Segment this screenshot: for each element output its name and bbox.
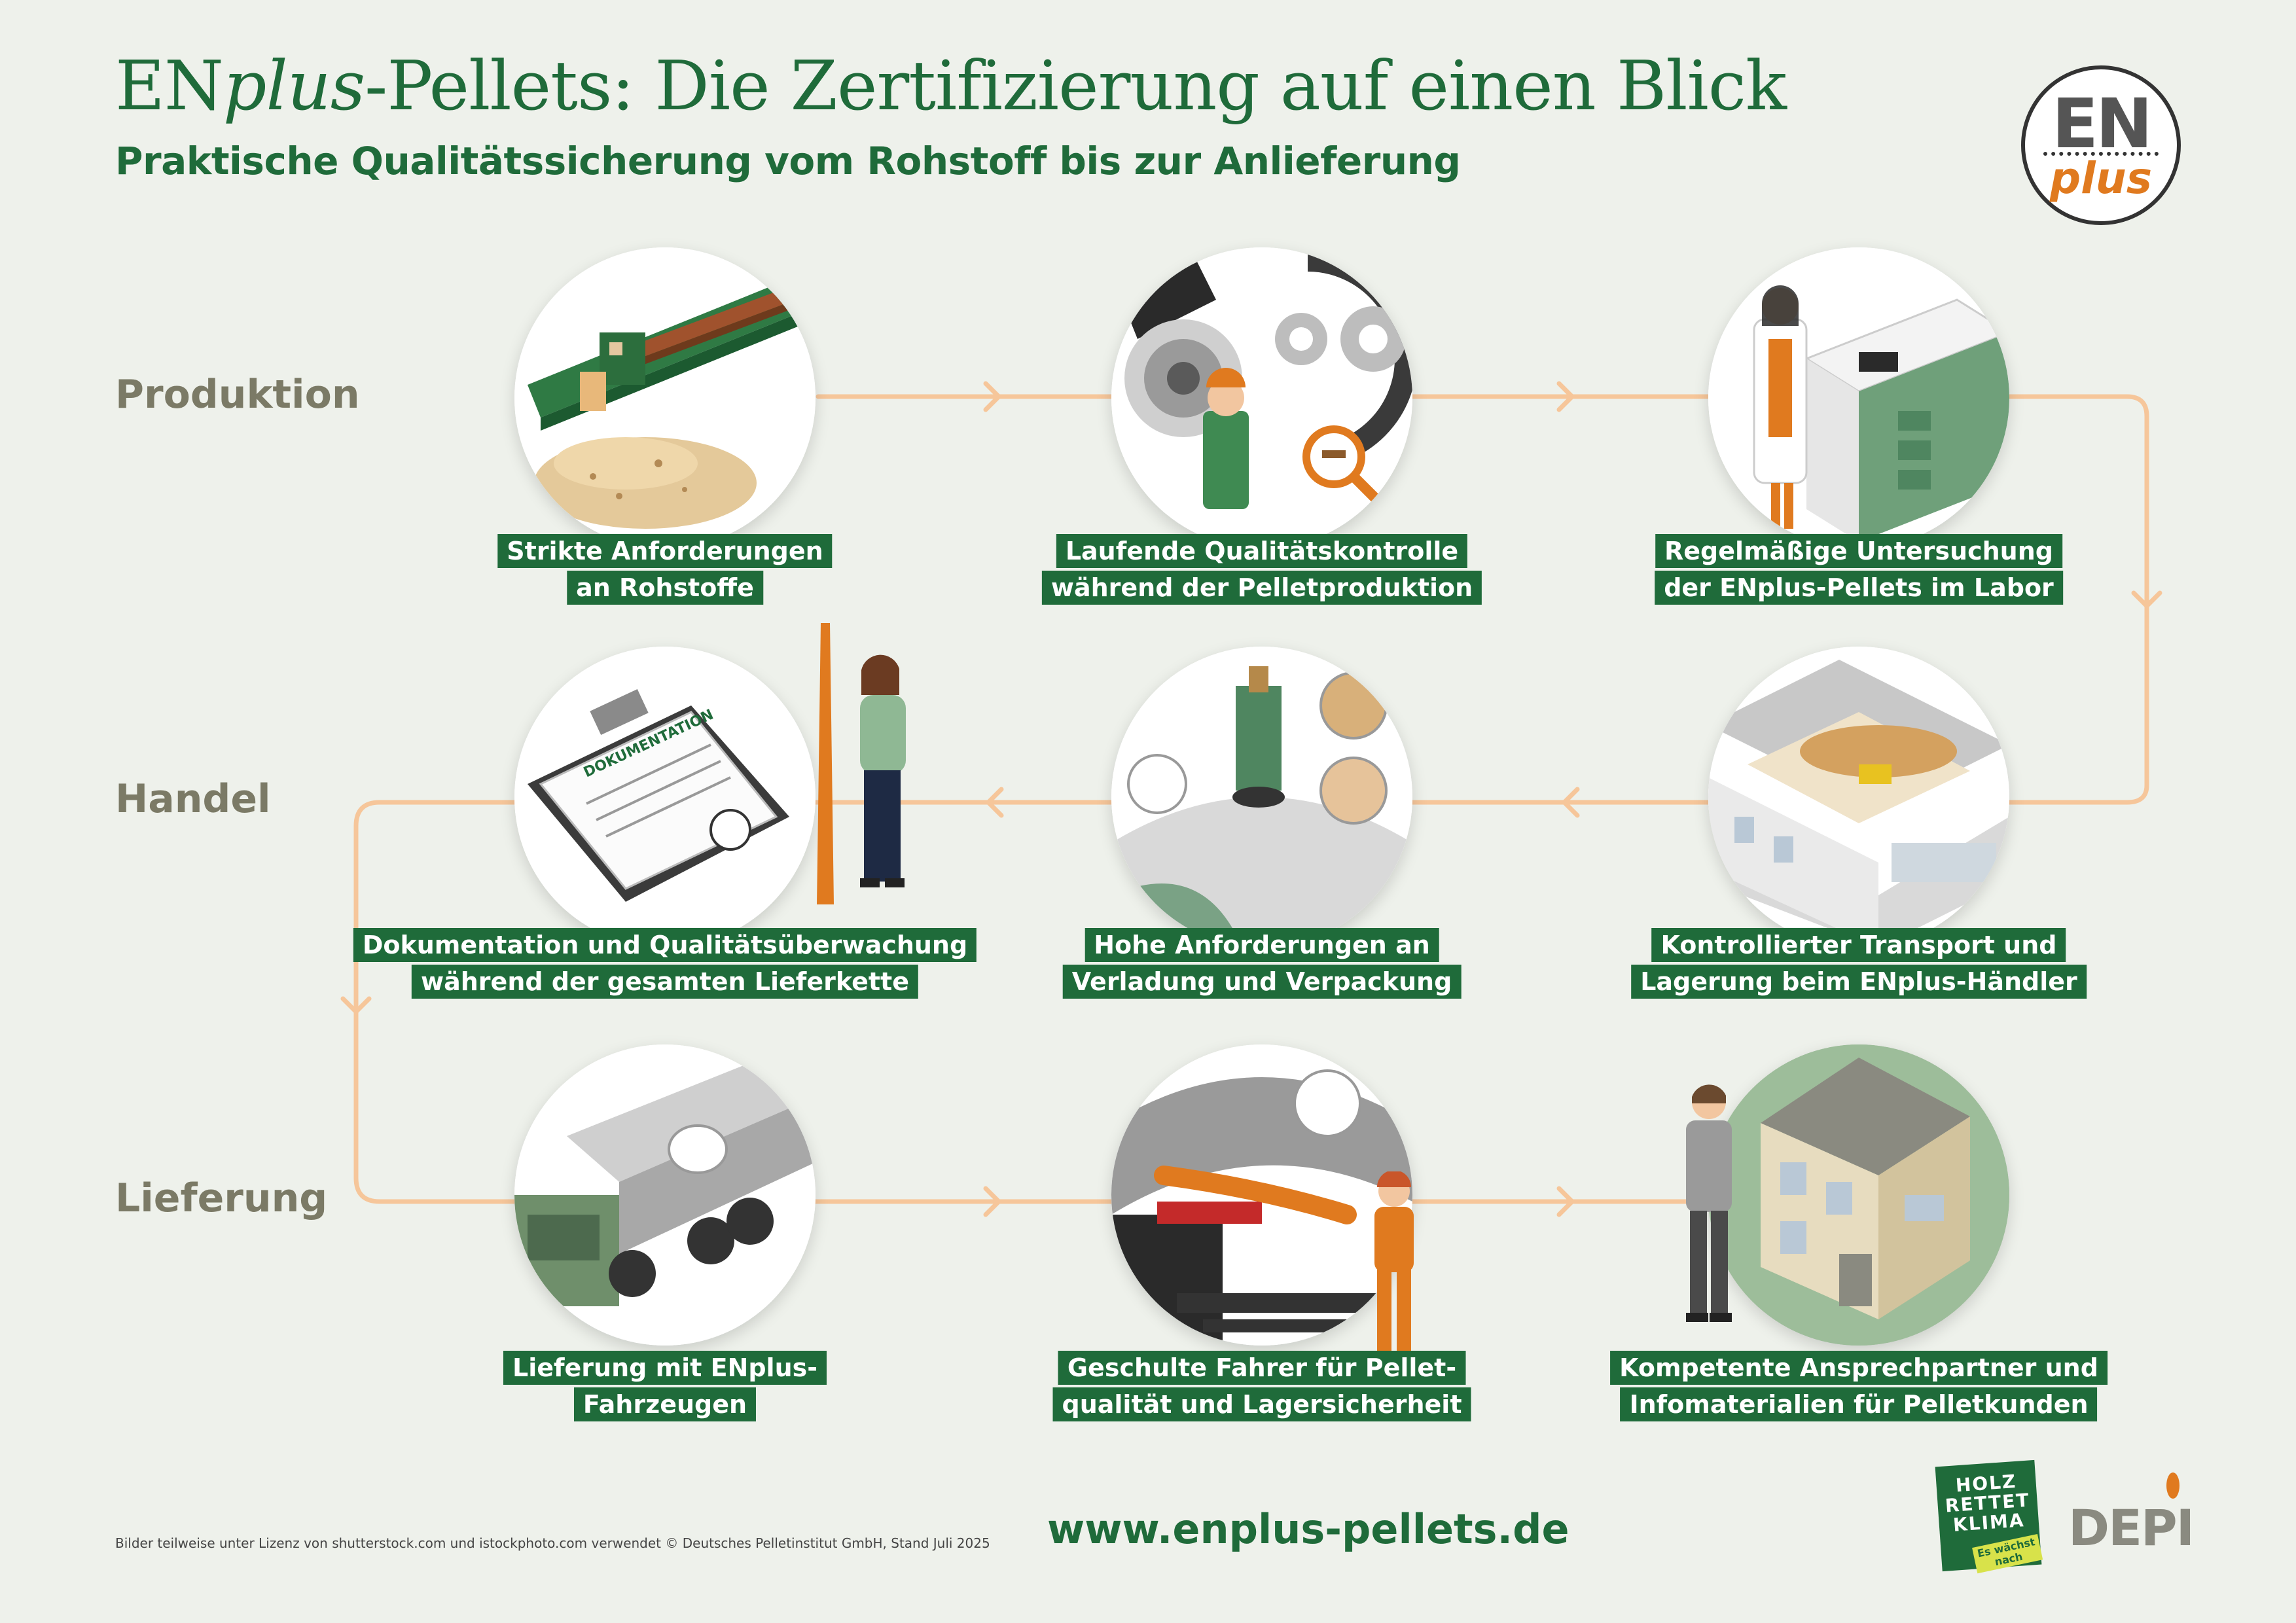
arrow-left-1 [1562,787,1580,818]
enplus-logo-en: EN [2051,84,2153,164]
sawmill-icon [514,247,816,548]
arrow-down-right [2131,590,2162,609]
documentation-icon: DOKUMENTATION [514,647,816,948]
row-label-delivery: Lieferung [115,1175,328,1221]
holz-line-3: KLIMA [1952,1509,2026,1536]
pellet-press-icon [1111,247,1412,548]
step-caption-documentation: Dokumentation und Qualitätsüberwachung w… [353,927,977,1000]
laboratory-icon [1708,247,2009,548]
caption-line-2: Lagerung beim ENplus-Händler [1631,965,2087,999]
arrow-right-3 [983,1186,1001,1217]
depi-logo: DEPI [2068,1499,2195,1557]
step-caption-production-control: Laufende Qualitätskontrolle während der … [1041,533,1482,606]
page-title: ENplus-Pellets: Die Zertifizierung auf e… [115,46,1787,126]
loading-silo-icon [1111,647,1412,948]
step-caption-house: Kompetente Ansprechpartner und Infomater… [1610,1349,2108,1423]
caption-line-2: Infomaterialien für Pelletkunden [1620,1387,2098,1421]
caption-line-2: an Rohstoffe [567,571,763,605]
caption-line-1: Dokumentation und Qualitätsüberwachung [353,928,977,962]
step-circle-tanker [514,1044,816,1346]
step-caption-tanker: Lieferung mit ENplus- Fahrzeugen [503,1349,827,1423]
arrow-left-2 [986,787,1004,818]
arrow-down-left [340,996,372,1014]
step-caption-warehouse: Kontrollierter Transport und Lagerung be… [1631,927,2087,1000]
title-suffix: -Pellets: Die Zertifizierung auf einen B… [365,46,1787,126]
step-circle-laboratory [1708,247,2009,548]
house-contact-icon [1708,1044,2009,1346]
tanker-truck-icon [514,1044,816,1346]
caption-line-2: qualität und Lagersicherheit [1052,1387,1471,1421]
step-caption-loading: Hohe Anforderungen an Verladung und Verp… [1062,927,1462,1000]
contact-person-illustration [1686,1084,1732,1322]
holz-subtag: Es wächst nach [1972,1533,2043,1574]
warehouse-icon [1708,647,2009,948]
holz-rettet-klima-logo: HOLZ RETTET KLIMA Es wächst nach [1935,1459,2043,1574]
driver-hose-icon [1111,1044,1412,1346]
row-label-trade: Handel [115,776,271,822]
title-prefix: EN [115,46,224,126]
caption-line-1: Strikte Anforderungen [497,534,833,568]
step-caption-laboratory: Regelmäßige Untersuchung der ENplus-Pell… [1655,533,2063,606]
enplus-logo-divider [2043,152,2159,156]
step-circle-house [1708,1044,2009,1346]
row-label-production: Produktion [115,372,360,418]
arrow-right-1 [983,381,1001,412]
caption-line-2: Fahrzeugen [573,1387,757,1421]
step-caption-driver: Geschulte Fahrer für Pellet- qualität un… [1052,1349,1471,1423]
enplus-logo-plus: plus [2049,153,2153,204]
caption-line-1: Laufende Qualitätskontrolle [1056,534,1468,568]
caption-line-1: Kompetente Ansprechpartner und [1610,1351,2108,1385]
caption-line-1: Hohe Anforderungen an [1085,928,1439,962]
flame-icon [2166,1472,2179,1499]
caption-line-2: der ENplus-Pellets im Labor [1655,571,2063,605]
caption-line-1: Regelmäßige Untersuchung [1655,534,2062,568]
step-circle-warehouse [1708,647,2009,948]
step-caption-raw-material: Strikte Anforderungen an Rohstoffe [497,533,833,606]
caption-line-1: Geschulte Fahrer für Pellet- [1058,1351,1466,1385]
enplus-logo: EN plus [2021,65,2181,225]
title-italic: plus [223,46,365,126]
caption-line-2: Verladung und Verpackung [1062,965,1462,999]
step-circle-driver [1111,1044,1412,1346]
caption-line-2: während der gesamten Lieferkette [412,965,918,999]
website-link[interactable]: www.enplus-pellets.de [1047,1505,1570,1553]
step-circle-loading [1111,647,1412,948]
caption-line-2: während der Pelletproduktion [1041,571,1482,605]
image-credits: Bilder teilweise unter Lizenz von shutte… [115,1535,990,1551]
arrow-right-4 [1556,1186,1575,1217]
step-circle-documentation: DOKUMENTATION [514,647,816,948]
step-circle-raw-material [514,247,816,548]
step-circle-production-control [1111,247,1412,548]
page-subtitle: Praktische Qualitätssicherung vom Rohsto… [115,139,1461,183]
arrow-right-2 [1556,381,1575,412]
caption-line-1: Kontrollierter Transport und [1651,928,2066,962]
caption-line-1: Lieferung mit ENplus- [503,1351,827,1385]
driver-illustration [1373,1171,1415,1363]
woman-with-pencil-illustration [817,623,906,904]
